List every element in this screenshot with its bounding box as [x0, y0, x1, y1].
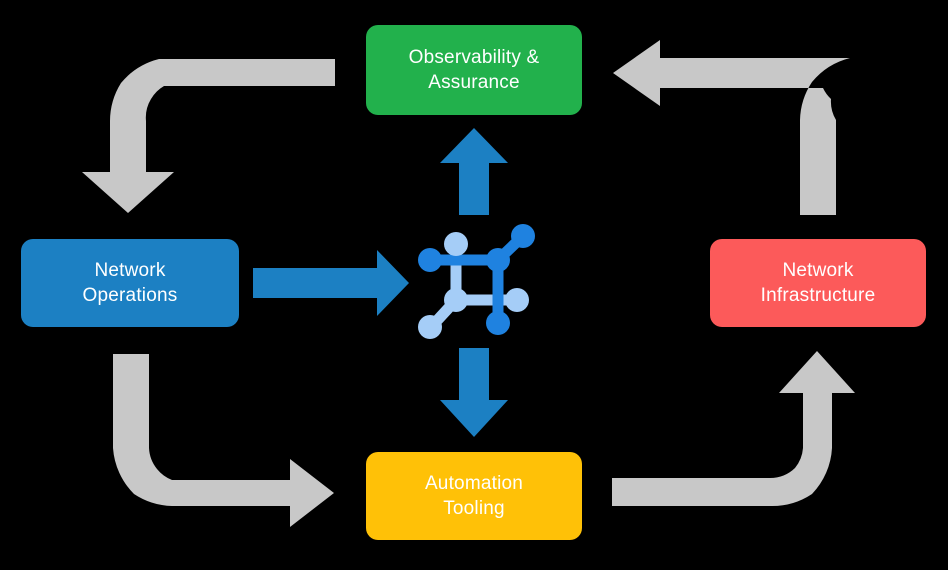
network-topology-icon	[418, 224, 535, 339]
arrow-operations-to-automation	[113, 354, 334, 527]
node-network-operations-label: Network Operations	[82, 259, 178, 306]
arrow-center-to-automation	[440, 348, 508, 437]
arrow-center-to-observability	[440, 128, 508, 215]
node-network-infrastructure[interactable]: Network Infrastructure	[710, 239, 926, 327]
arrow-operations-to-center	[253, 250, 409, 316]
node-automation-tooling-label: Automation Tooling	[424, 472, 524, 519]
arrow-automation-to-infrastructure	[612, 351, 855, 507]
node-network-infrastructure-label: Network Infrastructure	[760, 259, 876, 306]
node-observability-assurance[interactable]: Observability & Assurance	[366, 25, 582, 115]
arrow-infrastructure-to-observability	[613, 40, 850, 215]
icon-nodes-primary	[418, 224, 535, 335]
icon-nodes-secondary	[418, 232, 529, 339]
node-network-operations[interactable]: Network Operations	[21, 239, 239, 327]
node-automation-tooling[interactable]: Automation Tooling	[366, 452, 582, 540]
node-observability-label: Observability & Assurance	[408, 46, 540, 93]
arrow-observability-to-operations	[82, 59, 335, 213]
